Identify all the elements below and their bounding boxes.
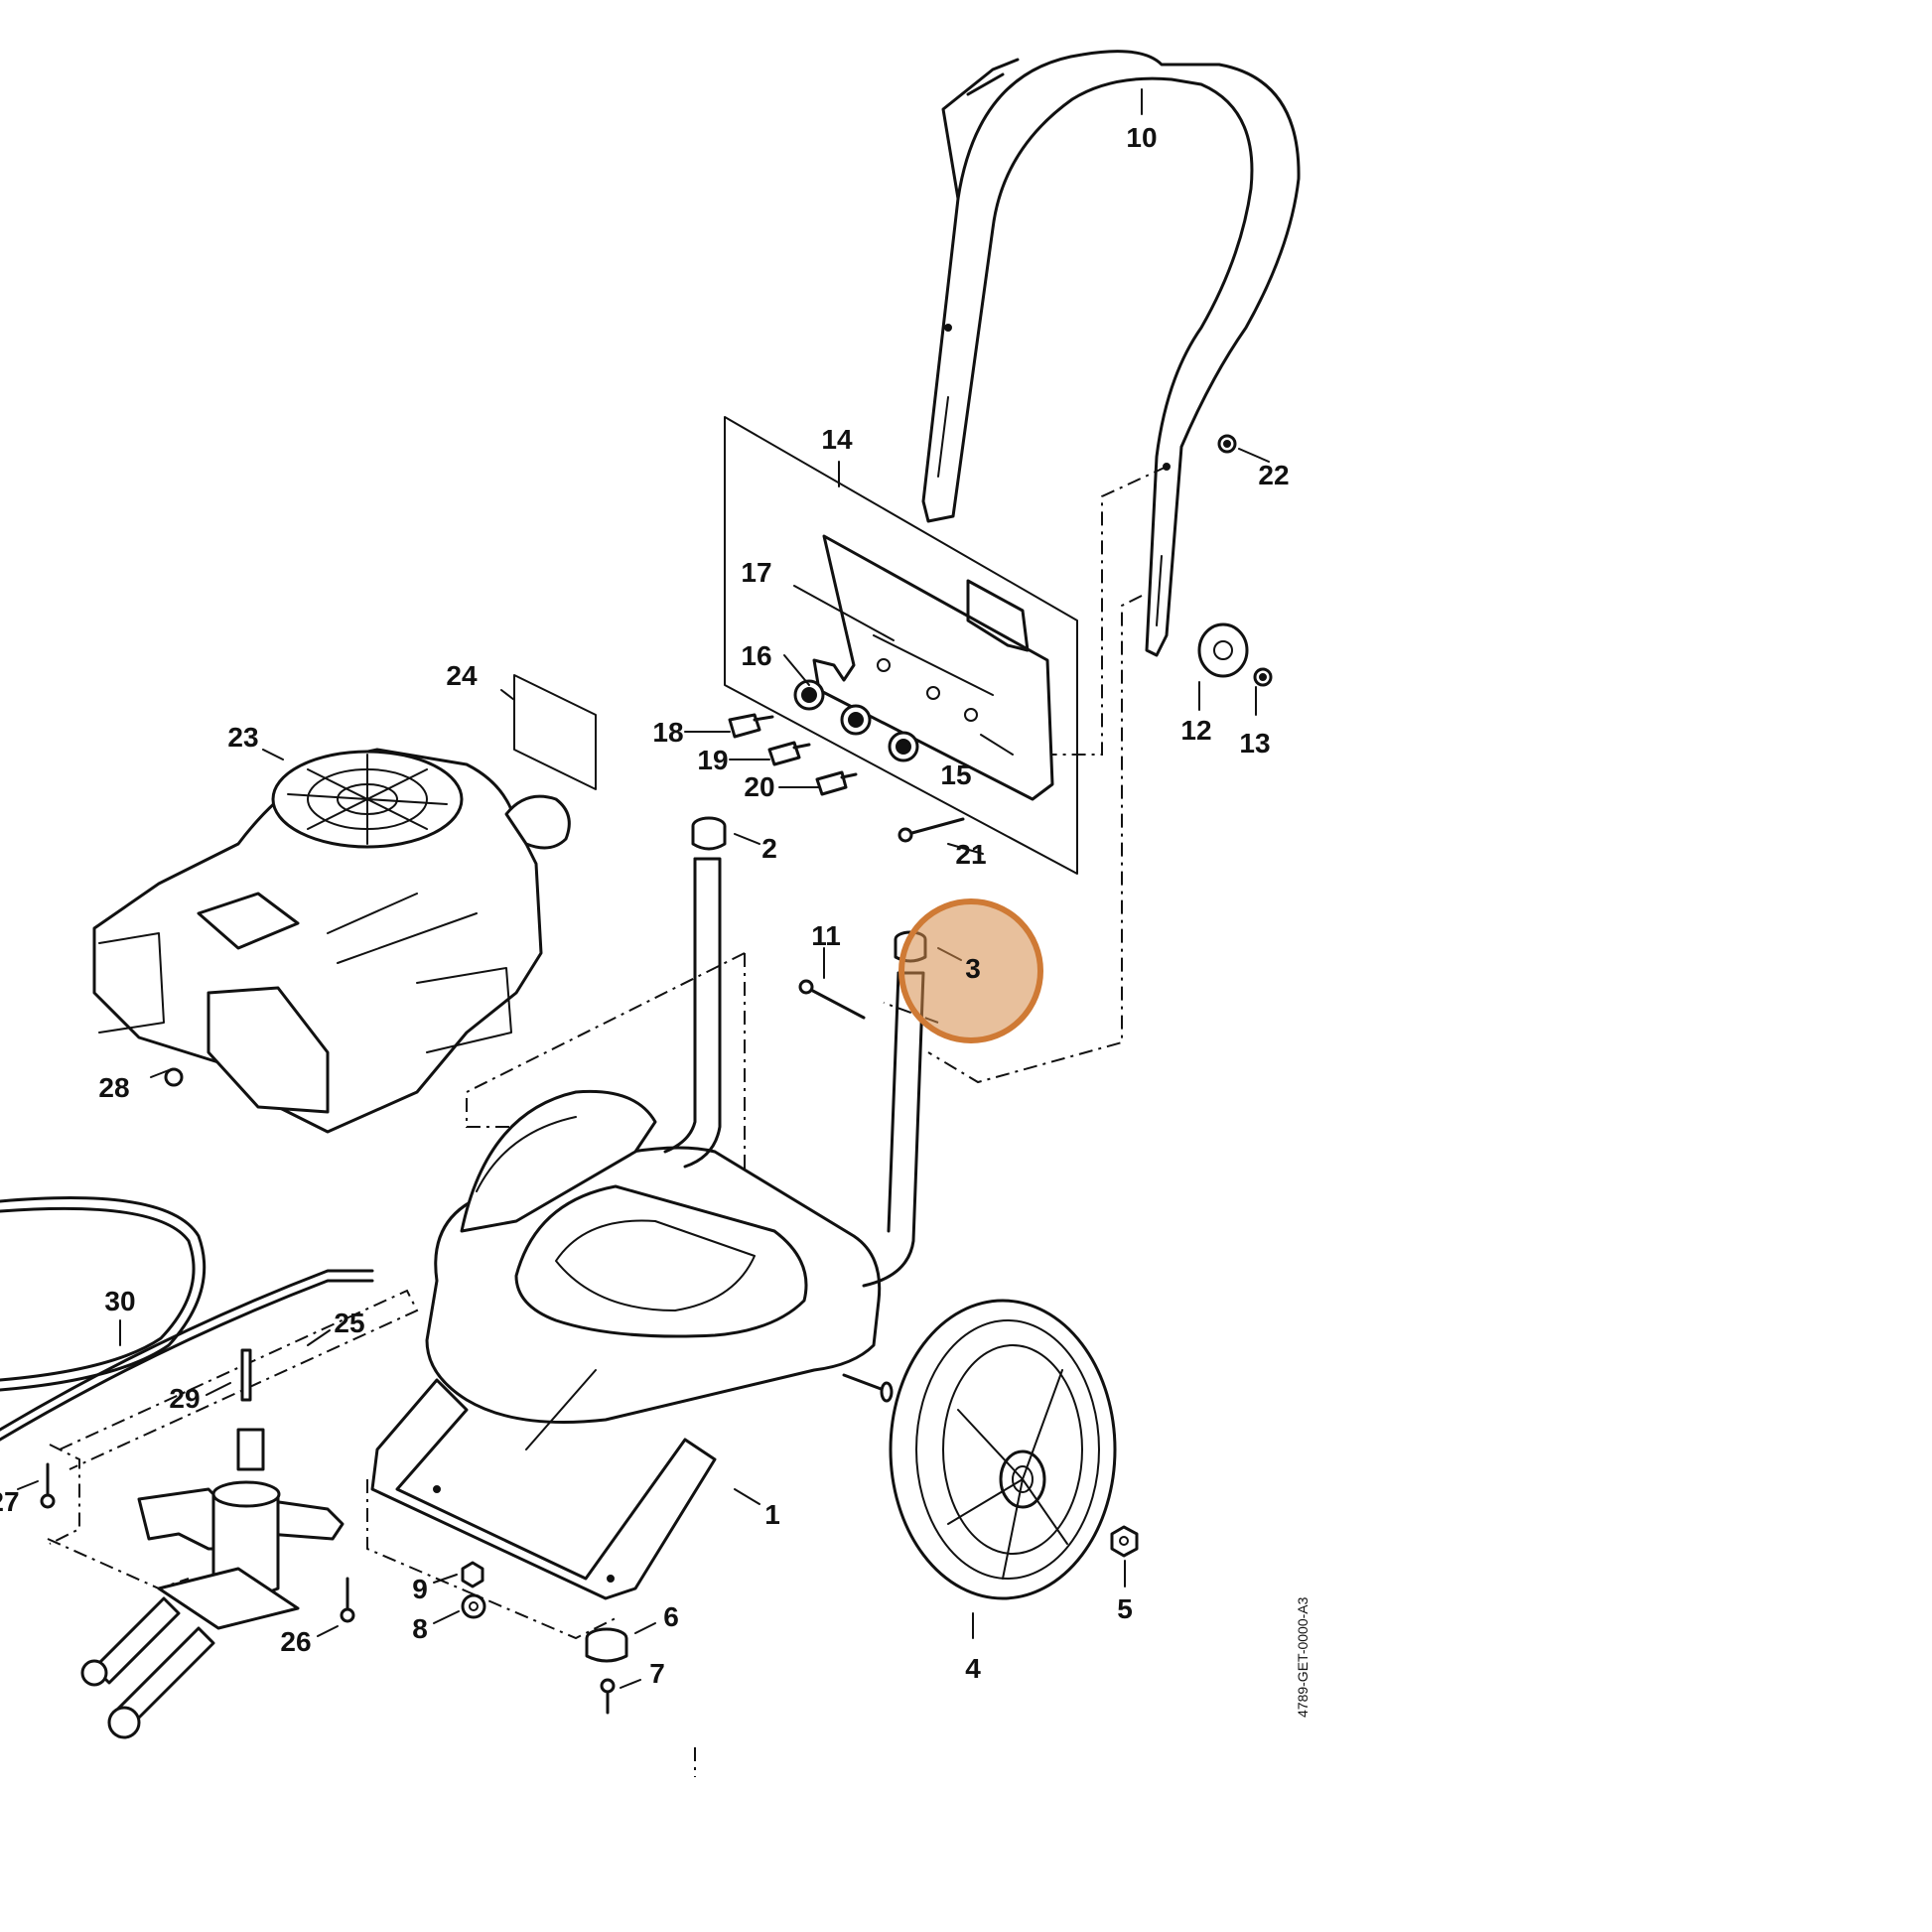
screw-21[interactable] xyxy=(897,817,965,843)
tube-25[interactable] xyxy=(0,1269,374,1442)
drawing-code: 4789-GET-0000-A3 xyxy=(1295,1596,1311,1718)
leader-lines xyxy=(17,88,1270,1689)
part-label-11: 11 xyxy=(811,920,841,951)
part-label-10: 10 xyxy=(1126,122,1157,153)
part-label-4: 4 xyxy=(965,1653,981,1684)
part-label-25: 25 xyxy=(334,1308,364,1338)
part-label-8: 8 xyxy=(412,1613,428,1644)
part-label-16: 16 xyxy=(741,640,771,671)
nozzle-tips[interactable] xyxy=(728,713,858,796)
handle-part[interactable] xyxy=(921,50,1301,657)
part-label-27: 27 xyxy=(0,1486,20,1517)
part-label-29: 29 xyxy=(169,1383,200,1414)
part-label-12: 12 xyxy=(1180,715,1211,746)
highlight-marker xyxy=(898,898,1043,1043)
frame-part[interactable] xyxy=(370,1146,882,1600)
nut-5[interactable] xyxy=(1110,1525,1139,1558)
screw-7[interactable] xyxy=(600,1678,616,1715)
frame-uprights[interactable] xyxy=(663,857,925,1288)
part-label-14: 14 xyxy=(821,424,853,455)
part-label-26: 26 xyxy=(280,1626,311,1657)
pin-29[interactable] xyxy=(240,1348,252,1402)
part-label-15: 15 xyxy=(940,759,971,790)
part-label-18: 18 xyxy=(652,717,683,748)
pressure-knobs[interactable] xyxy=(793,679,919,762)
part-label-13: 13 xyxy=(1239,728,1270,759)
bolt-26[interactable] xyxy=(340,1577,355,1623)
hardware-8-9[interactable] xyxy=(461,1561,486,1619)
part-label-22: 22 xyxy=(1258,460,1289,490)
part-label-28: 28 xyxy=(98,1072,129,1103)
part-label-19: 19 xyxy=(697,745,728,775)
pump-assembly[interactable] xyxy=(80,1428,345,1739)
bushing-2[interactable] xyxy=(691,816,727,851)
bolt-27[interactable] xyxy=(40,1462,56,1509)
rear-wheel xyxy=(460,1089,657,1233)
part-label-2: 2 xyxy=(761,833,777,864)
part-label-9: 9 xyxy=(412,1574,428,1604)
part-label-23: 23 xyxy=(227,722,258,753)
hose-30[interactable] xyxy=(0,1196,207,1392)
bolt-11[interactable] xyxy=(798,979,866,1020)
axle xyxy=(842,1373,894,1403)
part-label-24: 24 xyxy=(446,660,478,691)
foot-6[interactable] xyxy=(585,1627,628,1663)
decal-label xyxy=(513,674,597,790)
part-label-1: 1 xyxy=(764,1499,780,1530)
part-label-17: 17 xyxy=(741,557,771,588)
engine-assembly[interactable] xyxy=(92,748,571,1134)
part-label-21: 21 xyxy=(955,839,986,870)
handle-hardware[interactable] xyxy=(1197,434,1273,687)
part-label-6: 6 xyxy=(663,1601,679,1632)
part-label-3: 3 xyxy=(965,953,981,984)
part-labels: 10 14 22 17 16 18 19 20 15 21 2 11 3 12 … xyxy=(0,122,1290,1689)
control-panel-frame[interactable] xyxy=(724,416,1078,875)
part-label-20: 20 xyxy=(744,771,774,802)
wheel-4[interactable] xyxy=(889,1299,1117,1600)
part-label-30: 30 xyxy=(104,1286,135,1316)
part-label-7: 7 xyxy=(649,1658,665,1689)
part-label-5: 5 xyxy=(1117,1593,1133,1624)
